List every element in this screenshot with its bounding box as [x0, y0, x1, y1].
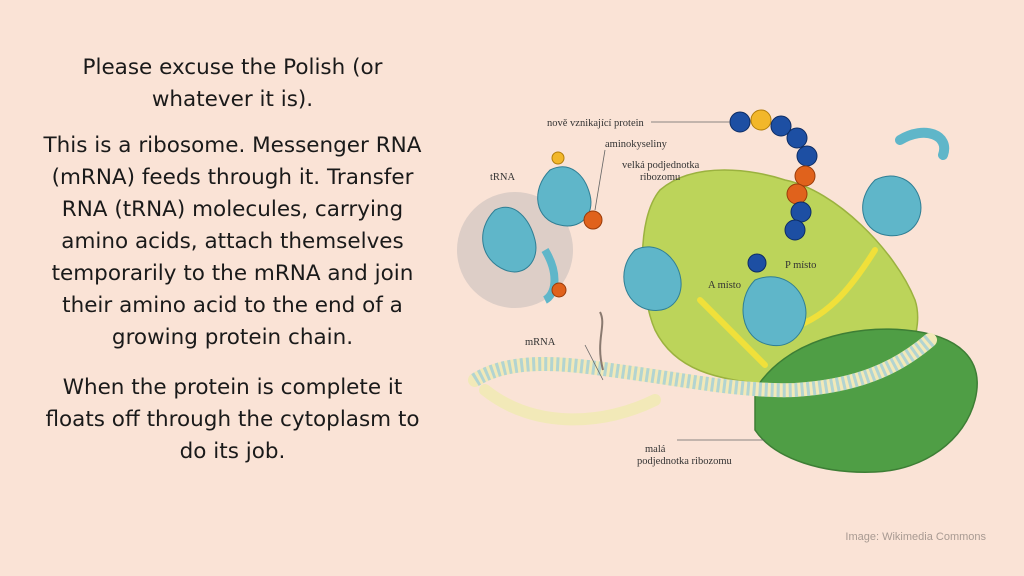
label-small-subunit-line1: malá	[645, 444, 666, 455]
label-small-subunit-line2: podjednotka ribozomu	[637, 456, 733, 467]
label-amino-acids: aminokyseliny	[605, 139, 668, 150]
label-mrna: mRNA	[525, 337, 556, 348]
trna-left-cytoplasm	[482, 206, 567, 304]
label-large-subunit-line1: velká podjednotka	[622, 160, 700, 171]
arrow-incoming	[697, 297, 768, 368]
trna-incoming-upper	[537, 151, 592, 227]
trna-a-site	[583, 210, 682, 312]
small-ribosome-subunit	[754, 328, 978, 473]
label-trna: tRNA	[490, 172, 516, 183]
slide-text-column: Please excuse the Polish (or whatever it…	[30, 52, 435, 468]
ribosome-diagram: nově vznikající protein aminokyseliny ve…	[455, 100, 1000, 480]
label-new-protein: nově vznikající protein	[547, 118, 645, 129]
trna-exit	[862, 127, 950, 237]
trna-p-site	[742, 253, 807, 347]
ribosome-illustration: nově vznikající protein aminokyseliny ve…	[457, 109, 978, 473]
label-large-subunit-line2: ribozomu	[640, 172, 681, 183]
label-a-site: A místo	[708, 280, 741, 291]
mrna-cap	[599, 311, 604, 371]
intro-paragraph: Please excuse the Polish (or whatever it…	[82, 55, 383, 112]
protein-complete-paragraph: When the protein is complete it floats o…	[45, 375, 420, 464]
mrna-tail	[479, 384, 661, 426]
image-credit: Image: Wikimedia Commons	[845, 531, 986, 543]
ribosome-explanation-paragraph: This is a ribosome. Messenger RNA (mRNA)…	[43, 133, 422, 350]
mrna-codons	[471, 334, 935, 398]
growing-protein-chain	[729, 109, 818, 241]
label-p-site: P místo	[785, 260, 816, 271]
